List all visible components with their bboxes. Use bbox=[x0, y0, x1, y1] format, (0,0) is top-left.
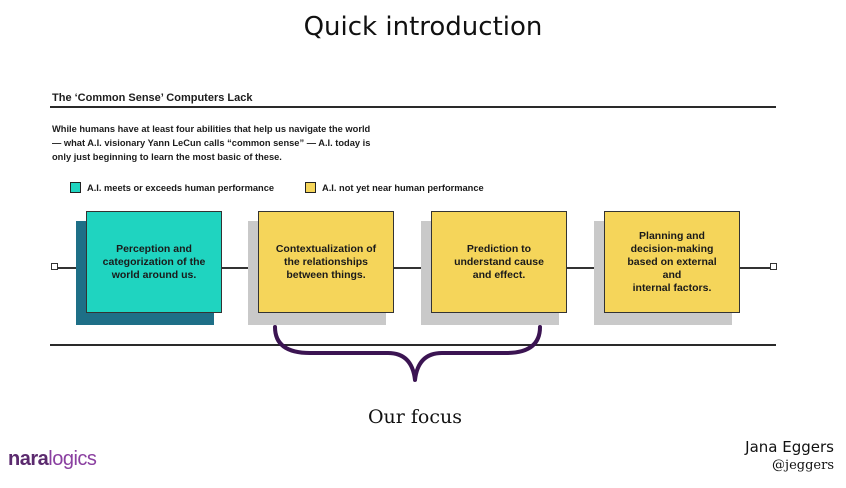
legend-swatch-teal bbox=[70, 182, 81, 193]
figure-intro: While humans have at least four abilitie… bbox=[52, 122, 392, 164]
logo-part: logics bbox=[48, 448, 97, 470]
figure-title: The ‘Common Sense’ Computers Lack bbox=[52, 92, 253, 104]
card-text: decision-making bbox=[630, 242, 714, 255]
card-face: Contextualization of the relationships b… bbox=[258, 211, 394, 313]
flow-line bbox=[56, 267, 774, 269]
slide-title: Quick introduction bbox=[303, 12, 543, 42]
card-text: Prediction to bbox=[466, 242, 532, 255]
card-text: categorization of the bbox=[102, 255, 206, 268]
card-text: the relationships bbox=[283, 255, 368, 268]
card-text: world around us. bbox=[111, 268, 197, 281]
card-text: understand cause bbox=[454, 255, 544, 268]
legend-item-ai-not-near: A.I. not yet near human performance bbox=[305, 182, 484, 193]
curly-brace-icon bbox=[273, 325, 542, 382]
card-face: Perception and categorization of the wor… bbox=[86, 211, 222, 313]
figure-bottom-rule bbox=[50, 344, 776, 346]
intro-line: While humans have at least four abilitie… bbox=[52, 124, 371, 134]
flow-end-cap bbox=[770, 263, 777, 270]
legend-item-ai-meets: A.I. meets or exceeds human performance bbox=[70, 182, 274, 193]
presenter-name: Jana Eggers bbox=[745, 438, 834, 456]
card-text: internal factors. bbox=[632, 281, 712, 294]
card-text: Perception and bbox=[116, 242, 192, 255]
legend-swatch-yellow bbox=[305, 182, 316, 193]
flow-start-cap bbox=[51, 263, 58, 270]
logo-part: nara bbox=[8, 448, 49, 470]
card-text: Contextualization of bbox=[275, 242, 377, 255]
intro-line: only just beginning to learn the most ba… bbox=[52, 152, 282, 162]
card-face: Planning and decision-making based on ex… bbox=[604, 211, 740, 313]
legend-label: A.I. not yet near human performance bbox=[322, 182, 484, 193]
card-text: between things. bbox=[286, 268, 366, 281]
presenter-credit: Jana Eggers @jeggers bbox=[745, 438, 834, 473]
card-text: Planning and bbox=[639, 229, 705, 242]
legend-label: A.I. meets or exceeds human performance bbox=[87, 182, 275, 193]
focus-label: Our focus bbox=[367, 406, 463, 428]
naralogics-logo: naralogics bbox=[8, 448, 97, 471]
presenter-handle: @jeggers bbox=[772, 458, 834, 473]
card-text: and effect. bbox=[472, 268, 526, 281]
card-face: Prediction to understand cause and effec… bbox=[431, 211, 567, 313]
intro-line: — what A.I. visionary Yann LeCun calls “… bbox=[52, 138, 371, 148]
figure-top-rule bbox=[50, 106, 776, 108]
card-text: based on external and bbox=[627, 255, 717, 281]
